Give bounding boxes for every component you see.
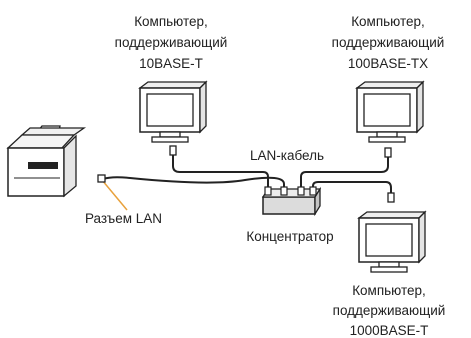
- lan-cables: [102, 154, 392, 194]
- pc3-label-line3: 1000BASE-T: [350, 323, 429, 338]
- lan-port-leader-line: [101, 179, 128, 211]
- lan-port-label: Разъем LAN: [85, 211, 162, 226]
- cable-to-pc3: [312, 181, 392, 194]
- hub-icon: [261, 186, 322, 217]
- cable-to-pc1: [172, 154, 269, 189]
- cable-to-printer: [102, 176, 285, 189]
- pc1-label-line3: 10BASE-T: [139, 56, 203, 71]
- printer-icon: [6, 125, 87, 198]
- cable-to-pc2: [300, 156, 389, 189]
- pc1-label: Компьютер, поддерживающий 10BASE-T: [115, 14, 228, 71]
- monitor-icon: [138, 80, 208, 143]
- lan-port-icon: [97, 174, 106, 183]
- hub-label: Концентратор: [246, 229, 333, 244]
- cable-connector-icon: [169, 145, 395, 203]
- pc1-label-line1: Компьютер,: [134, 14, 208, 29]
- pc3-label-line1: Компьютер,: [352, 283, 426, 298]
- pc2-label: Компьютер, поддерживающий 100BASE-TX: [332, 14, 445, 71]
- pc2-label-line3: 100BASE-TX: [348, 56, 428, 71]
- lan-cable-label: LAN-кабель: [250, 148, 324, 163]
- pc2-label-line2: поддерживающий: [332, 35, 445, 50]
- pc3-label-line2: поддерживающий: [333, 303, 446, 318]
- pc3-label: Компьютер, поддерживающий 1000BASE-T: [333, 283, 446, 338]
- pc2-label-line1: Компьютер,: [351, 14, 425, 29]
- monitor-icon: [355, 80, 425, 143]
- monitor-icon: [357, 210, 427, 273]
- pc1-label-line2: поддерживающий: [115, 35, 228, 50]
